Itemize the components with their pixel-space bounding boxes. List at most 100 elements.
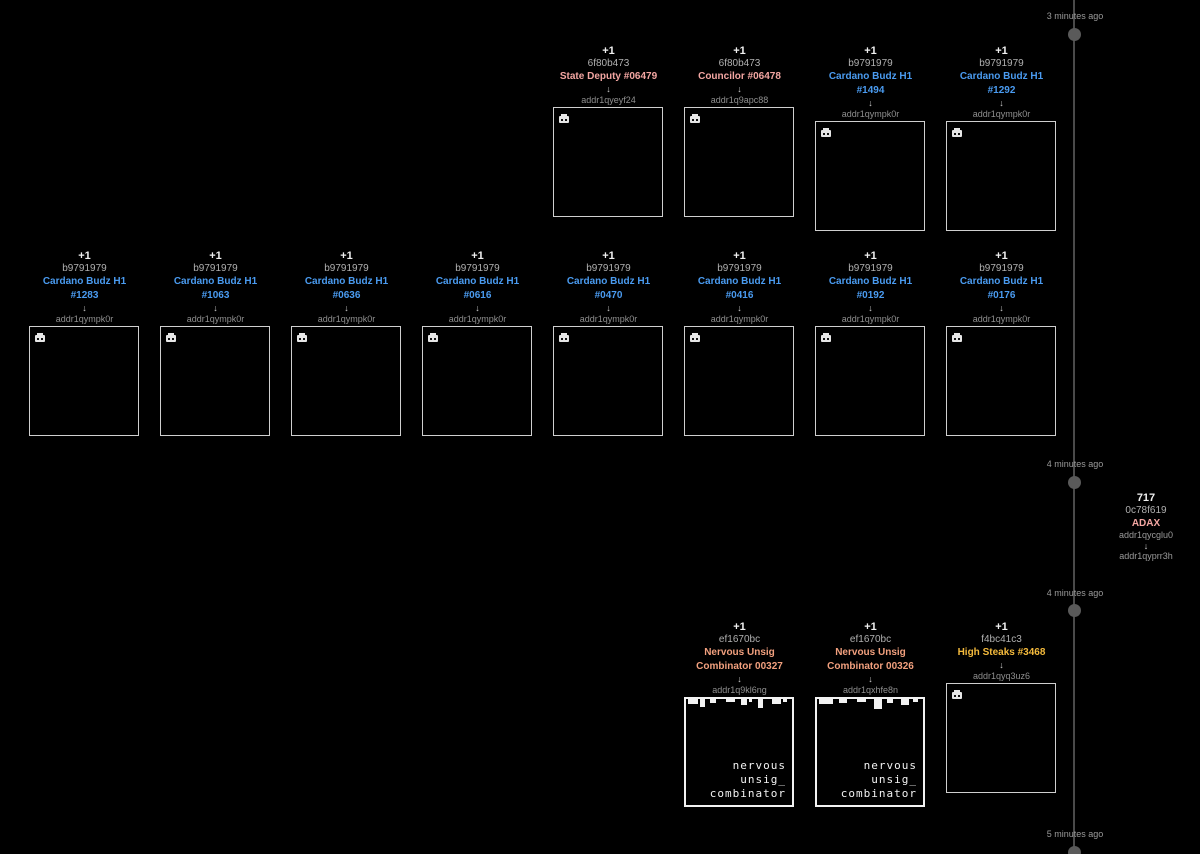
asset-name-link[interactable]: Councilor #06478	[698, 71, 781, 82]
nft-mint-card[interactable]: +1 b9791979 Cardano Budz H1 #0470 ↓ addr…	[553, 250, 664, 436]
nft-mint-card[interactable]: +1 b9791979 Cardano Budz H1 #1292 ↓ addr…	[946, 45, 1057, 231]
nft-placeholder-icon	[952, 333, 962, 342]
quantity: +1	[864, 45, 877, 57]
quantity: +1	[340, 250, 353, 262]
quantity: +1	[78, 250, 91, 262]
policy-id: b9791979	[717, 263, 762, 274]
nft-thumbnail[interactable]	[160, 326, 270, 436]
nft-mint-card[interactable]: +1 b9791979 Cardano Budz H1 #0616 ↓ addr…	[422, 250, 533, 436]
nft-mint-card[interactable]: +1 b9791979 Cardano Budz H1 #1063 ↓ addr…	[160, 250, 271, 436]
recipient-address[interactable]: addr1qyeyf24	[581, 95, 636, 105]
asset-name-link[interactable]: Cardano Budz H1 #1292	[959, 71, 1044, 96]
nft-thumbnail[interactable]	[684, 326, 794, 436]
timeline-dot[interactable]	[1068, 846, 1081, 854]
asset-name-link[interactable]: Cardano Budz H1 #0616	[435, 276, 520, 301]
asset-name-link[interactable]: Cardano Budz H1 #0470	[566, 276, 651, 301]
nft-thumbnail[interactable]	[815, 326, 925, 436]
policy-id: b9791979	[586, 263, 631, 274]
timeline-dot[interactable]	[1068, 476, 1081, 489]
nft-thumbnail[interactable]	[946, 121, 1056, 231]
arrow-down-icon: ↓	[737, 674, 742, 684]
unsig-pattern	[686, 699, 792, 709]
nft-mint-card[interactable]: +1 f4bc41c3 High Steaks #3468 ↓ addr1qyq…	[946, 621, 1057, 793]
nft-mint-card[interactable]: +1 b9791979 Cardano Budz H1 #0416 ↓ addr…	[684, 250, 795, 436]
timeline-time-label: 4 minutes ago	[1046, 588, 1104, 598]
asset-name-link[interactable]: Cardano Budz H1 #1063	[173, 276, 258, 301]
asset-name-link[interactable]: Nervous Unsig Combinator 00326	[827, 647, 914, 672]
arrow-down-icon: ↓	[213, 303, 218, 313]
arrow-down-icon: ↓	[475, 303, 480, 313]
recipient-address[interactable]: addr1qyprr3h	[1119, 551, 1173, 561]
asset-name-link[interactable]: Cardano Budz H1 #0192	[828, 276, 913, 301]
recipient-address[interactable]: addr1qxhfe8n	[842, 685, 899, 695]
recipient-address[interactable]: addr1qympk0r	[710, 314, 769, 324]
timeline-dot[interactable]	[1068, 28, 1081, 41]
recipient-address[interactable]: addr1qyq3uz6	[972, 671, 1031, 681]
nft-mint-card[interactable]: +1 b9791979 Cardano Budz H1 #1494 ↓ addr…	[815, 45, 926, 231]
policy-id: ef1670bc	[849, 634, 892, 645]
quantity: +1	[995, 621, 1008, 633]
asset-name-link[interactable]: High Steaks #3468	[957, 647, 1046, 658]
policy-id: b9791979	[979, 263, 1024, 274]
asset-name-link[interactable]: Nervous Unsig Combinator 00327	[696, 647, 783, 672]
nft-mint-card[interactable]: +1 b9791979 Cardano Budz H1 #0176 ↓ addr…	[946, 250, 1057, 436]
unsig-art-text: nervous unsig_ combinator	[709, 759, 786, 800]
arrow-down-icon: ↓	[606, 303, 611, 313]
recipient-address[interactable]: addr1qympk0r	[186, 314, 245, 324]
nft-mint-card[interactable]: +1 b9791979 Cardano Budz H1 #0636 ↓ addr…	[291, 250, 402, 436]
recipient-address[interactable]: addr1qympk0r	[972, 314, 1031, 324]
nft-thumbnail[interactable]	[946, 326, 1056, 436]
nft-thumbnail[interactable]	[291, 326, 401, 436]
nft-mint-card[interactable]: +1 b9791979 Cardano Budz H1 #0192 ↓ addr…	[815, 250, 926, 436]
nft-placeholder-icon	[559, 114, 569, 123]
recipient-address[interactable]: addr1qympk0r	[448, 314, 507, 324]
nft-thumbnail[interactable]	[684, 107, 794, 217]
nft-mint-card[interactable]: +1 6f80b473 Councilor #06478 ↓ addr1q9ap…	[684, 45, 795, 217]
transaction-id[interactable]: 0c78f619	[1125, 505, 1167, 516]
quantity: +1	[602, 250, 615, 262]
policy-id: f4bc41c3	[981, 634, 1022, 645]
recipient-address[interactable]: addr1qympk0r	[841, 314, 900, 324]
recipient-address[interactable]: addr1qympk0r	[972, 109, 1031, 119]
token-name-link[interactable]: ADAX	[1131, 518, 1161, 529]
recipient-address[interactable]: addr1q9kl6ng	[712, 685, 767, 695]
nft-thumbnail[interactable]	[946, 683, 1056, 793]
asset-name-link[interactable]: Cardano Budz H1 #0176	[959, 276, 1044, 301]
nft-thumbnail[interactable]	[815, 121, 925, 231]
recipient-address[interactable]: addr1qympk0r	[317, 314, 376, 324]
nft-placeholder-icon	[166, 333, 176, 342]
timeline-dot[interactable]	[1068, 604, 1081, 617]
nft-mint-card[interactable]: +1 ef1670bc Nervous Unsig Combinator 003…	[815, 621, 926, 807]
nft-thumbnail[interactable]: nervous unsig_ combinator	[684, 697, 794, 807]
nft-thumbnail[interactable]	[29, 326, 139, 436]
timeline-line	[1073, 0, 1075, 854]
nft-placeholder-icon	[428, 333, 438, 342]
asset-name-link[interactable]: Cardano Budz H1 #0636	[304, 276, 389, 301]
nft-thumbnail[interactable]: nervous unsig_ combinator	[815, 697, 925, 807]
nft-thumbnail[interactable]	[553, 326, 663, 436]
nft-mint-card[interactable]: +1 b9791979 Cardano Budz H1 #1283 ↓ addr…	[29, 250, 140, 436]
quantity: +1	[602, 45, 615, 57]
arrow-down-icon: ↓	[1143, 541, 1149, 551]
asset-name-link[interactable]: State Deputy #06479	[559, 71, 658, 82]
asset-name-link[interactable]: Cardano Budz H1 #1494	[828, 71, 913, 96]
quantity: +1	[864, 250, 877, 262]
sender-address[interactable]: addr1qycglu0	[1118, 530, 1174, 540]
nft-thumbnail[interactable]	[553, 107, 663, 217]
asset-name-link[interactable]: Cardano Budz H1 #1283	[42, 276, 127, 301]
token-transfer[interactable]: 717 0c78f619 ADAX addr1qycglu0 ↓ addr1qy…	[1106, 492, 1186, 562]
recipient-address[interactable]: addr1qympk0r	[579, 314, 638, 324]
recipient-address[interactable]: addr1q9apc88	[710, 95, 769, 105]
recipient-address[interactable]: addr1qympk0r	[841, 109, 900, 119]
nft-placeholder-icon	[821, 128, 831, 137]
policy-id: 6f80b473	[587, 58, 630, 69]
asset-name-link[interactable]: Cardano Budz H1 #0416	[697, 276, 782, 301]
quantity: +1	[995, 45, 1008, 57]
nft-mint-card[interactable]: +1 ef1670bc Nervous Unsig Combinator 003…	[684, 621, 795, 807]
nft-thumbnail[interactable]	[422, 326, 532, 436]
arrow-down-icon: ↓	[868, 98, 873, 108]
recipient-address[interactable]: addr1qympk0r	[55, 314, 114, 324]
nft-mint-card[interactable]: +1 6f80b473 State Deputy #06479 ↓ addr1q…	[553, 45, 664, 217]
timeline-time-label: 4 minutes ago	[1046, 459, 1104, 469]
policy-id: 6f80b473	[718, 58, 761, 69]
